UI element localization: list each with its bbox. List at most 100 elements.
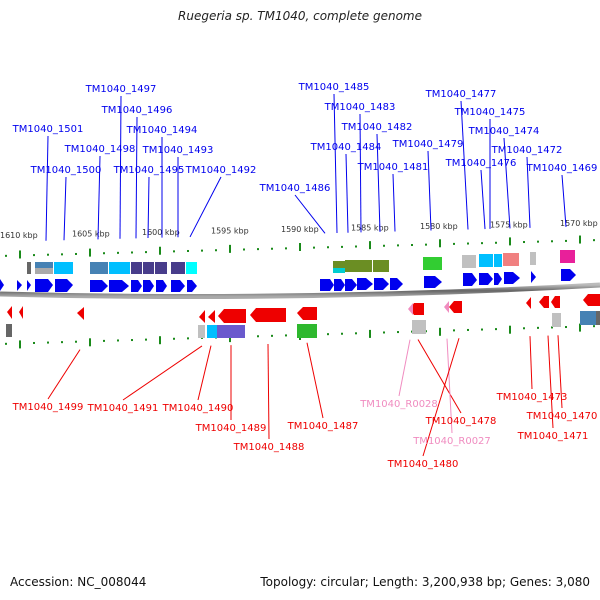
cog-box[interactable]	[35, 262, 53, 268]
forward-arrows[interactable]	[0, 269, 576, 292]
cog-box[interactable]	[494, 254, 502, 267]
cog-box[interactable]	[198, 325, 205, 338]
gene-label[interactable]: TM1040_1481	[357, 162, 429, 173]
cog-box[interactable]	[596, 311, 600, 325]
gene-label[interactable]: TM1040_1488	[233, 442, 305, 453]
leader-line	[63, 176, 67, 241]
cog-box[interactable]	[530, 252, 536, 265]
gene-label[interactable]: TM1040_R0027	[412, 436, 491, 447]
gene-label[interactable]: TM1040_1471	[517, 431, 589, 442]
cog-box[interactable]	[217, 325, 245, 338]
scale-tick	[313, 246, 315, 249]
scale-tick	[33, 341, 35, 344]
gene-label[interactable]: TM1040_1501	[12, 124, 84, 135]
scale-tick	[243, 248, 245, 251]
gene-label[interactable]: TM1040_1491	[87, 403, 159, 414]
cog-box[interactable]	[462, 255, 476, 268]
cog-box[interactable]	[560, 250, 575, 263]
cog-box[interactable]	[186, 262, 197, 274]
gene-label[interactable]: TM1040_1500	[30, 165, 102, 176]
gene-label[interactable]: TM1040_1472	[491, 145, 563, 156]
scale-tick	[285, 334, 287, 337]
gene-label[interactable]: TM1040_1482	[341, 122, 413, 133]
scale-tick	[509, 237, 511, 246]
cog-box[interactable]	[479, 254, 493, 267]
cog-box[interactable]	[90, 262, 108, 274]
cog-box[interactable]	[27, 262, 31, 274]
scale-tick	[467, 328, 469, 331]
rna-arrows[interactable]	[408, 301, 449, 315]
gene-label[interactable]: TM1040_1476	[445, 158, 517, 169]
gene-label[interactable]: TM1040_1493	[142, 145, 214, 156]
genome-backbone	[0, 282, 600, 300]
cog-box[interactable]	[6, 324, 12, 337]
gene-label[interactable]: TM1040_1469	[526, 163, 598, 174]
cog-box[interactable]	[155, 262, 167, 274]
reverse-arrows[interactable]	[7, 294, 600, 323]
leader-line	[45, 135, 49, 241]
gene-label[interactable]: TM1040_1477	[425, 89, 497, 100]
scale-tick	[5, 254, 7, 257]
scale-tick	[257, 248, 259, 251]
leader-line	[422, 338, 460, 457]
cog-box[interactable]	[131, 262, 142, 274]
gene-label[interactable]: TM1040_1485	[298, 82, 370, 93]
gene-label[interactable]: TM1040_1470	[526, 411, 598, 422]
scale-tick	[103, 339, 105, 342]
gene-label[interactable]: TM1040_1499	[12, 402, 84, 413]
gene-label[interactable]: TM1040_1498	[64, 144, 136, 155]
gene-label[interactable]: TM1040_1496	[101, 105, 173, 116]
kbp-label: 1595 kbp	[211, 227, 249, 236]
scale-tick	[117, 339, 119, 342]
scale-tick	[579, 323, 581, 332]
cog-box[interactable]	[345, 260, 372, 272]
gene-label[interactable]: TM1040_1475	[454, 107, 526, 118]
gene-label[interactable]: TM1040_1473	[496, 392, 568, 403]
cog-box[interactable]	[333, 268, 345, 273]
gene-label[interactable]: TM1040_1483	[324, 102, 396, 113]
scale-tick	[453, 329, 455, 332]
gene-label[interactable]: TM1040_1492	[185, 165, 257, 176]
gene-label[interactable]: TM1040_1490	[162, 403, 234, 414]
gene-label[interactable]: TM1040_1480	[387, 459, 459, 470]
cog-box[interactable]	[580, 311, 596, 325]
gene-label[interactable]: TM1040_1495	[113, 165, 185, 176]
gene-label[interactable]: TM1040_1487	[287, 421, 359, 432]
leader-line	[547, 335, 554, 429]
cog-box[interactable]	[171, 262, 185, 274]
gene-label[interactable]: TM1040_1494	[126, 125, 198, 136]
leader-line	[197, 345, 212, 401]
scale-tick	[495, 328, 497, 331]
cog-box[interactable]	[297, 324, 317, 338]
cog-box[interactable]	[412, 320, 426, 334]
scale-tick	[523, 327, 525, 330]
gene-label[interactable]: TM1040_R0028	[359, 399, 438, 410]
cog-box[interactable]	[109, 262, 130, 274]
gene-label[interactable]: TM1040_1484	[310, 142, 382, 153]
cog-box[interactable]	[143, 262, 154, 274]
gene-label[interactable]: TM1040_1497	[85, 84, 157, 95]
kbp-label: 1585 kbp	[351, 224, 389, 233]
scale-tick	[159, 336, 161, 345]
scale-tick	[215, 249, 217, 252]
scale-tick	[173, 337, 175, 340]
cog-box[interactable]	[423, 257, 442, 270]
cog-box[interactable]	[503, 253, 519, 266]
kbp-label: 1590 kbp	[281, 225, 319, 234]
cog-box[interactable]	[552, 313, 561, 327]
gene-label[interactable]: TM1040_1478	[425, 416, 497, 427]
cog-box[interactable]	[54, 262, 73, 274]
cog-box[interactable]	[373, 260, 389, 272]
kbp-label: 1600 kbp	[142, 228, 180, 237]
leader-line	[417, 339, 462, 414]
scale-tick	[145, 251, 147, 254]
cog-box[interactable]	[207, 325, 217, 338]
gene-label[interactable]: TM1040_1479	[392, 139, 464, 150]
scale-tick	[383, 331, 385, 334]
leader-line	[359, 113, 362, 233]
scale-tick	[355, 332, 357, 335]
gene-label[interactable]: TM1040_1489	[195, 423, 267, 434]
gene-label[interactable]: TM1040_1474	[468, 126, 540, 137]
gene-label[interactable]: TM1040_1486	[259, 183, 331, 194]
